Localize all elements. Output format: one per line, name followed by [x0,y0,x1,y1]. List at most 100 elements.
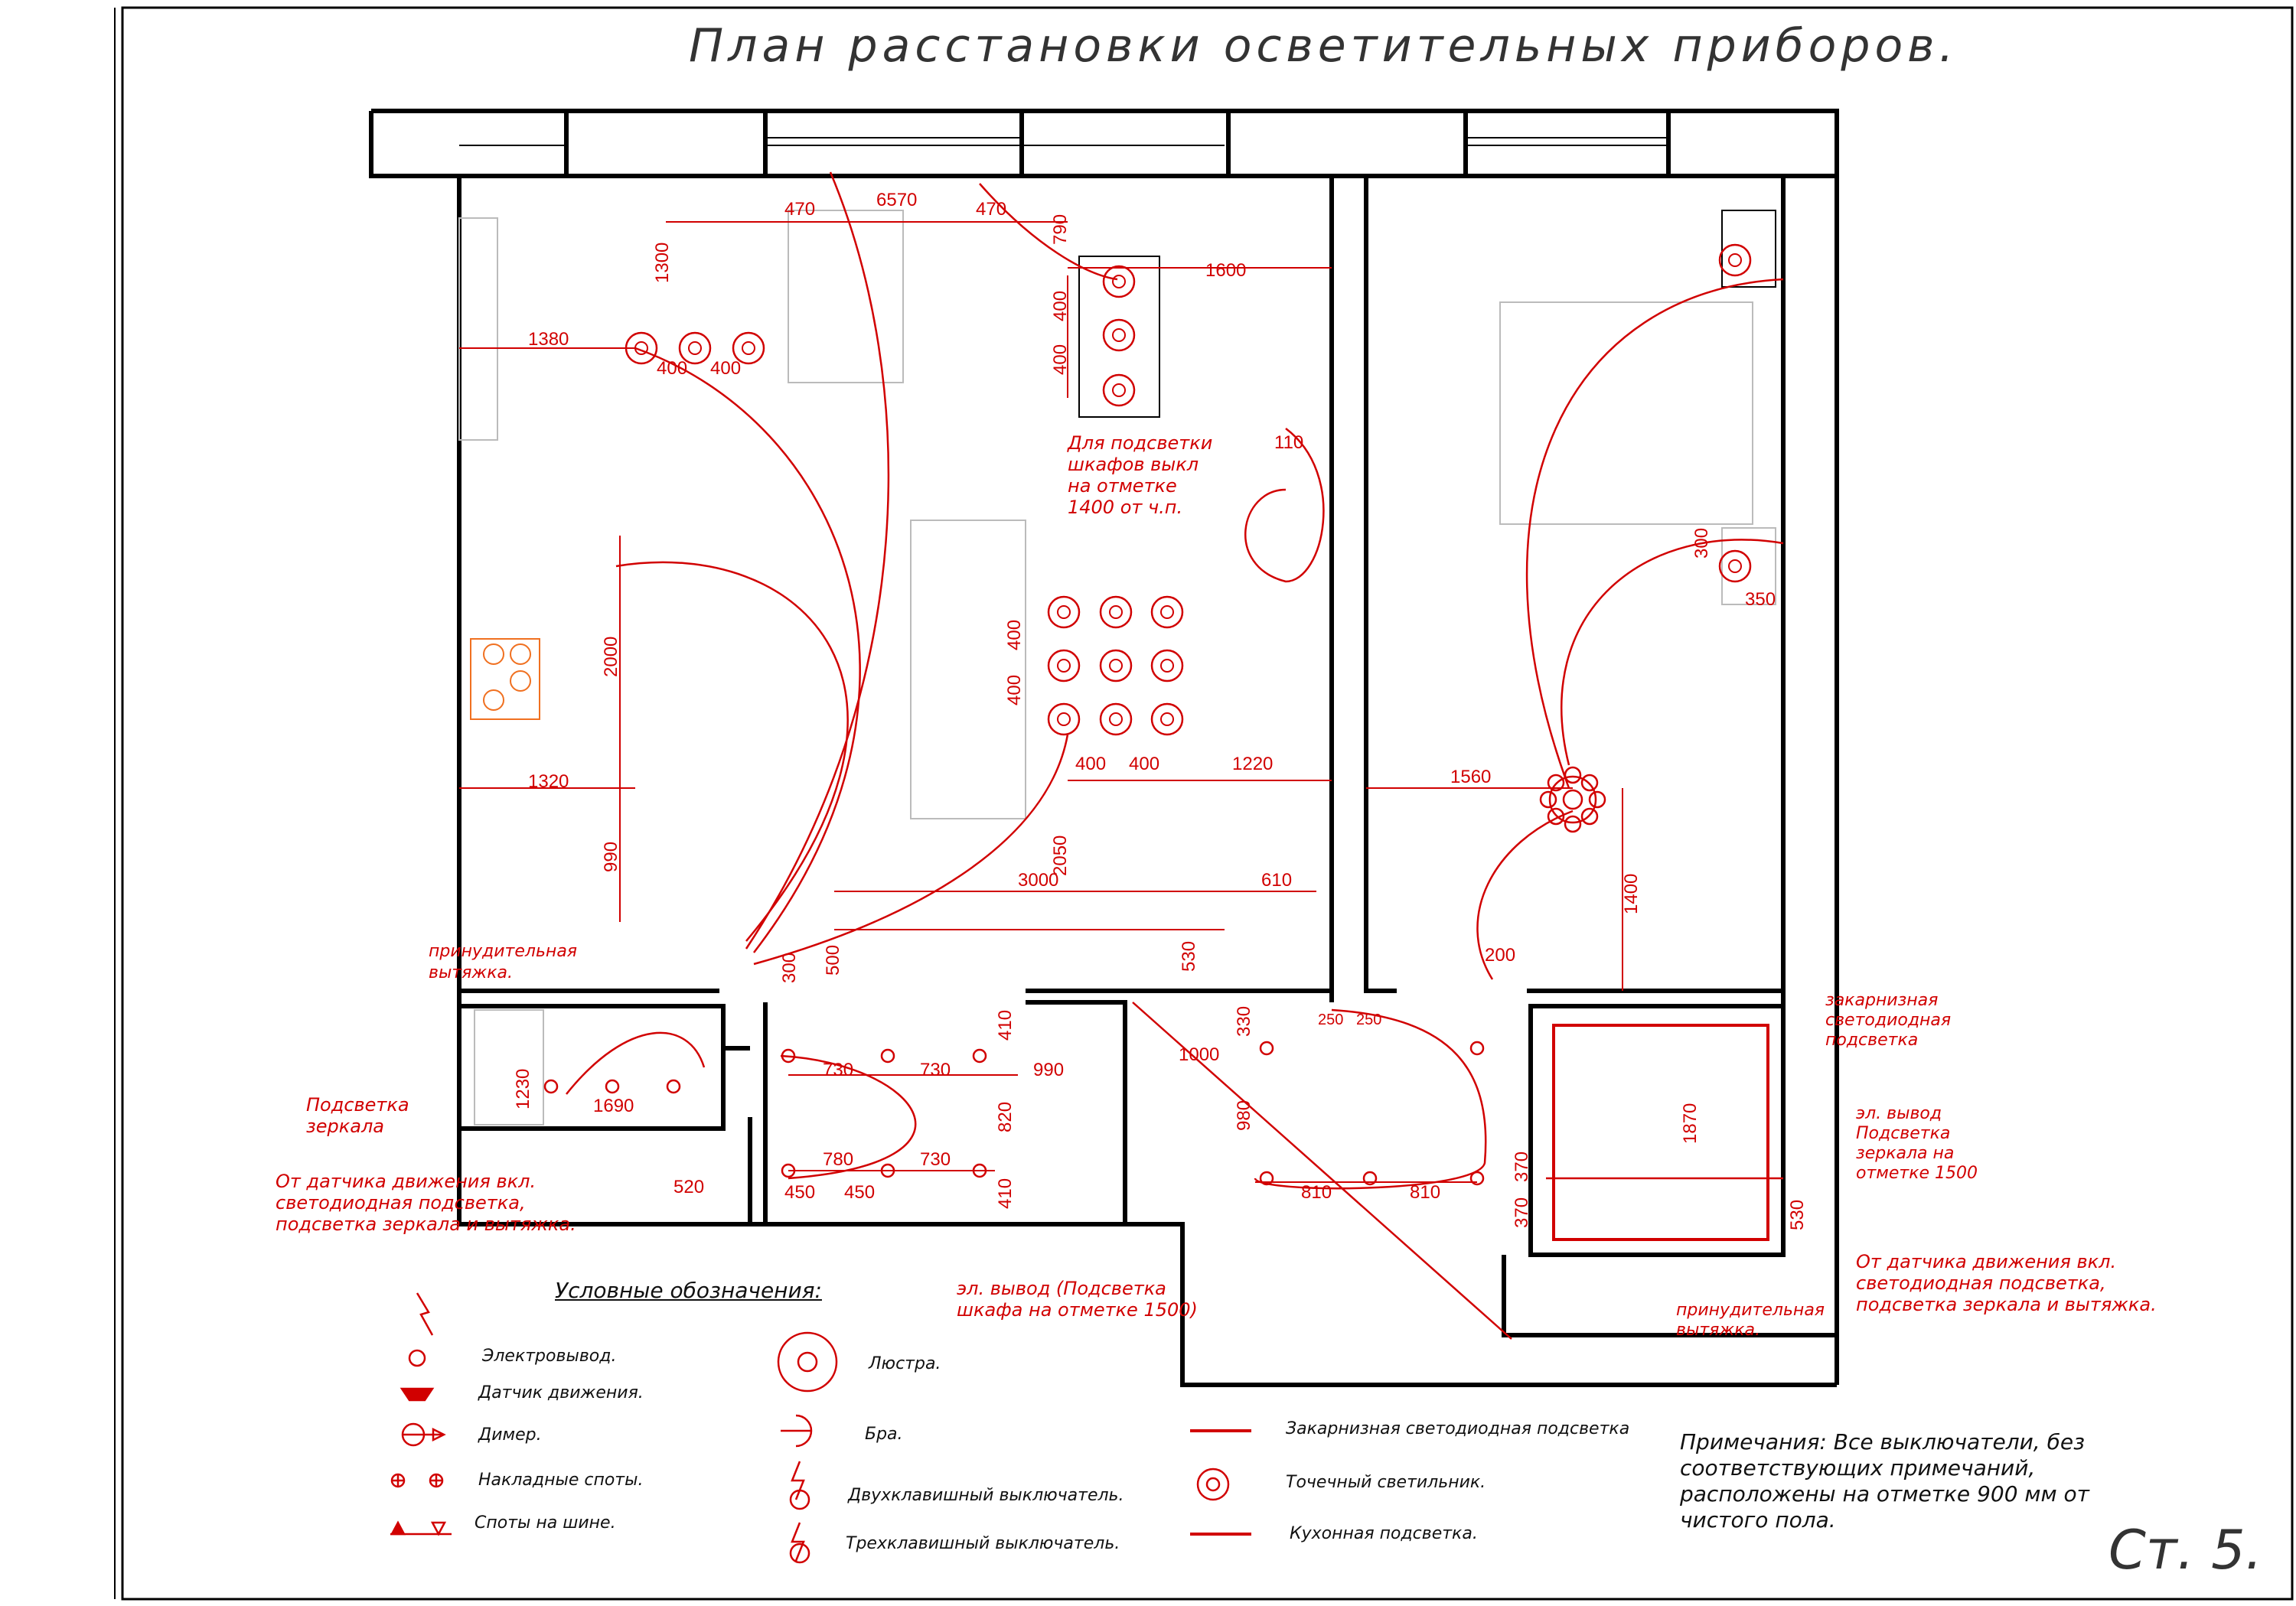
forced-exhaust-note-right: принудительная вытяжка. [1676,1301,1825,1341]
downlight-core [1160,659,1174,673]
dim-label-vertical: 400 [1004,674,1025,705]
dim-label-vertical: 1870 [1680,1103,1701,1144]
dim-label: 780 [823,1149,854,1170]
dim-label-vertical: 400 [1004,619,1025,650]
downlight-icon [1102,318,1136,352]
dim-label: 810 [1301,1182,1332,1203]
legend-item-motion-sensor: Датчик движения. [478,1383,644,1402]
sheet-title: План расстановки осветительных приборов. [689,19,1958,73]
dim-label: 450 [844,1182,876,1203]
dim-label: 810 [1410,1182,1441,1203]
downlight-core [1728,253,1742,267]
downlight-icon [1150,649,1184,682]
dim-label-vertical: 370 [1512,1197,1532,1228]
surface-spot-icon [543,1079,559,1094]
downlight-icon [1102,373,1136,407]
dim-label-vertical: 1400 [1621,873,1642,914]
surface-spot-icon [1362,1171,1378,1186]
dim-label-vertical: 990 [601,841,621,872]
note-line: подсветка [1825,1031,1919,1050]
dim-label-vertical: 500 [823,944,843,976]
legend-item-dimmer: Димер. [478,1425,542,1445]
dim-label: 1560 [1450,767,1492,787]
note-line: Подсветка [306,1094,409,1116]
mirror-outlet-note: эл. вывод Подсветка зеркала на отметке 1… [1856,1104,1978,1184]
downlight-icon [732,331,765,365]
surface-spot-icon [1259,1041,1274,1056]
legend-item-two-gang-switch: Двухклавишный выключатель. [848,1486,1124,1505]
note-line: отметке 1500 [1856,1164,1978,1183]
downlight-core [1057,659,1071,673]
dim-label: 1000 [1179,1044,1220,1065]
dim-label: 400 [710,358,742,379]
dim-label-vertical: 300 [1691,527,1712,559]
legend-item-sconce: Бра. [865,1425,903,1444]
spot-lights [543,243,1752,1186]
legend-item-track-spots: Споты на шине. [475,1513,616,1533]
surface-spot-icon [666,1079,681,1094]
legend-item-cornice-led: Закарнизная светодиодная подсветка [1286,1419,1630,1438]
downlight-core [742,341,755,355]
dim-label-vertical: 980 [1234,1099,1254,1131]
cabinet-outlet-note: эл. вывод (Подсветка шкафа на отметке 15… [957,1278,1198,1321]
dim-label: 400 [657,358,688,379]
windows [459,137,1668,146]
note-line: светодиодная подсветка, [1856,1272,2106,1294]
dim-label: 6570 [876,190,918,210]
downlight-icon [1099,649,1133,682]
motion-sensor-note-right: От датчика движения вкл. светодиодная по… [1856,1251,2157,1315]
surface-spot-icon [605,1079,620,1094]
downlight-icon [1718,549,1752,583]
dim-label: 250 [1356,1011,1382,1028]
legend-title: Условные обозначения: [555,1278,822,1303]
note-line: принудительная [429,942,578,961]
downlight-icon [1150,702,1184,736]
downlight-icon [1099,702,1133,736]
note-line: шкафов выкл [1068,454,1199,475]
downlight-icon [1047,595,1081,629]
walls [369,109,1839,1387]
dim-label-vertical: 400 [1050,344,1071,375]
dim-label-vertical: 790 [1050,213,1071,245]
legend-item-outlet: Электровывод. [482,1347,617,1366]
dim-label-vertical: 2050 [1050,835,1071,876]
dim-label-vertical: 330 [1234,1005,1254,1037]
surface-spot-icon [1469,1041,1485,1056]
dim-label: 1320 [528,771,569,792]
downlight-core [1728,559,1742,573]
note-line: принудительная [1676,1301,1825,1320]
note-line: Подсветка [1856,1124,1951,1143]
note-line: шкафа на отметке 1500) [957,1299,1198,1321]
dim-label-vertical: 2000 [601,636,621,677]
note-line: зеркала на [1856,1144,1955,1163]
dim-label: 730 [920,1060,951,1080]
dimension-lines [459,221,1623,1183]
dim-label: 730 [823,1060,854,1080]
legend-item-kitchen-light: Кухонная подсветка. [1290,1524,1478,1543]
note-line: светодиодная [1825,1011,1952,1030]
dim-label: 400 [1129,754,1160,774]
note-line: вытяжка. [429,963,513,982]
downlight-core [1112,328,1126,342]
note-line: светодиодная подсветка, [276,1192,526,1213]
dim-label: 250 [1318,1011,1344,1028]
dim-label: 200 [1485,945,1516,966]
note-line: эл. вывод (Подсветка [957,1278,1166,1299]
dim-label: 470 [976,199,1007,220]
downlight-icon [1102,265,1136,298]
dim-label: 990 [1033,1060,1065,1080]
dim-label: 520 [673,1177,705,1197]
switching-lines [566,171,1784,1340]
downlight-icon [1099,595,1133,629]
dim-label: 1220 [1232,754,1274,774]
surface-spot-icon [972,1048,987,1064]
dim-label-vertical: 370 [1512,1151,1532,1182]
dim-label: 730 [920,1149,951,1170]
downlight-core [1160,605,1174,619]
downlight-core [1057,712,1071,726]
surface-spot-icon [880,1048,895,1064]
note-line: эл. вывод [1856,1104,1942,1123]
downlight-core [1109,712,1123,726]
